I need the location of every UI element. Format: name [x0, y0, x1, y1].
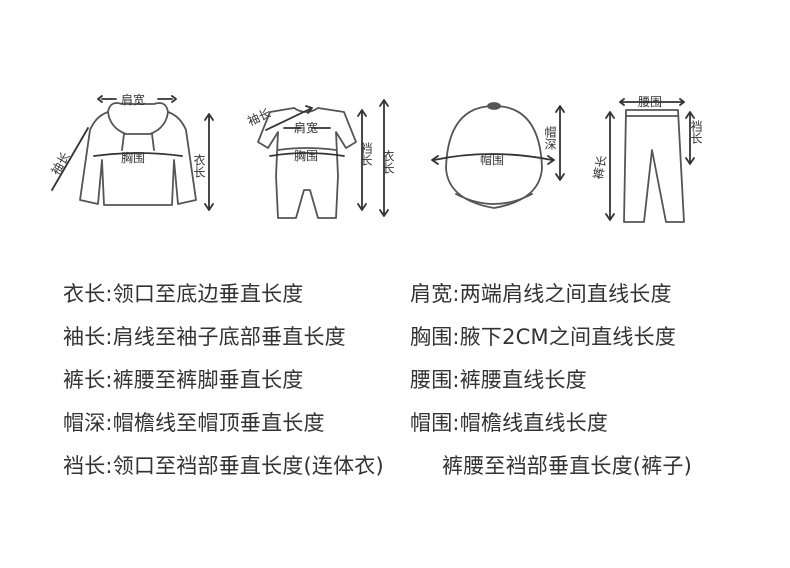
definition-row: 肩宽:两端肩线之间直线长度 — [410, 278, 672, 308]
definition-row: 帽围:帽檐线直线长度 — [410, 407, 608, 437]
definition-term: 袖长: — [63, 325, 113, 349]
definition-desc: 帽檐线至帽顶垂直长度 — [112, 411, 325, 435]
definition-term: 衣长: — [63, 282, 113, 306]
definition-row: 腰围:裤腰直线长度 — [410, 364, 587, 394]
definition-desc: 腋下2CM之间直线长度 — [459, 325, 677, 349]
label-pants-length: 裤长 — [591, 154, 609, 180]
romper-icon — [257, 107, 357, 219]
label-chest-romper: 胸围 — [294, 148, 318, 163]
definition-desc: 领口至底边垂直长度 — [112, 282, 304, 306]
definition-desc: 肩线至袖子底部垂直长度 — [112, 325, 346, 349]
definition-term: 胸围: — [410, 325, 460, 349]
garment-illustrations: 肩宽 胸围 衣长 袖长 袖长 肩宽 胸围 裆长 衣长 帽围 帽深 腰围 裤长 裆… — [0, 0, 790, 250]
definition-term: 裤长: — [63, 368, 113, 392]
illustration-canvas: 肩宽 胸围 衣长 袖长 袖长 肩宽 胸围 裆长 衣长 帽围 帽深 腰围 裤长 裆… — [48, 92, 703, 223]
label-chest-hoodie: 胸围 — [121, 150, 145, 165]
label-length-hoodie: 衣长 — [192, 153, 206, 178]
definition-row: 衣长:领口至底边垂直长度 — [63, 278, 304, 308]
label-crotch-pants: 裆长 — [689, 120, 703, 144]
label-hat-depth: 帽深 — [543, 125, 557, 150]
definition-row: 裆长:领口至裆部垂直长度(连体衣) — [63, 450, 384, 480]
definition-desc: 裤腰至裆部垂直长度(裤子) — [442, 454, 692, 478]
definition-term: 帽围: — [410, 411, 460, 435]
label-crotch-romper: 裆长 — [359, 142, 373, 166]
definition-row: 帽深:帽檐线至帽顶垂直长度 — [63, 407, 325, 437]
label-hat-circ: 帽围 — [480, 152, 504, 167]
definition-desc: 帽檐线直线长度 — [459, 411, 609, 435]
hoodie-icon — [79, 102, 197, 206]
definition-row: 裤腰至裆部垂直长度(裤子) — [442, 450, 692, 480]
definition-row: 袖长:肩线至袖子底部垂直长度 — [63, 321, 346, 351]
definition-row: 裤长:裤腰至裤脚垂直长度 — [63, 364, 304, 394]
label-sleeve-hoodie: 袖长 — [48, 149, 73, 177]
definition-term: 裆长: — [63, 454, 113, 478]
definition-desc: 裤腰至裤脚垂直长度 — [112, 368, 304, 392]
label-waist: 腰围 — [638, 95, 662, 109]
definition-term: 腰围: — [410, 368, 460, 392]
label-length-romper: 衣长 — [381, 149, 395, 174]
label-shoulder-romper: 肩宽 — [294, 120, 318, 135]
label-sleeve-romper: 袖长 — [245, 105, 273, 129]
definition-desc: 领口至裆部垂直长度(连体衣) — [112, 454, 384, 478]
definition-row: 胸围:腋下2CM之间直线长度 — [410, 321, 676, 351]
definition-term: 肩宽: — [410, 282, 460, 306]
cap-icon — [445, 102, 543, 209]
definition-desc: 裤腰直线长度 — [459, 368, 587, 392]
pants-icon — [623, 109, 685, 223]
label-shoulder-hoodie: 肩宽 — [121, 92, 145, 107]
definition-term: 帽深: — [63, 411, 113, 435]
definition-desc: 两端肩线之间直线长度 — [459, 282, 672, 306]
